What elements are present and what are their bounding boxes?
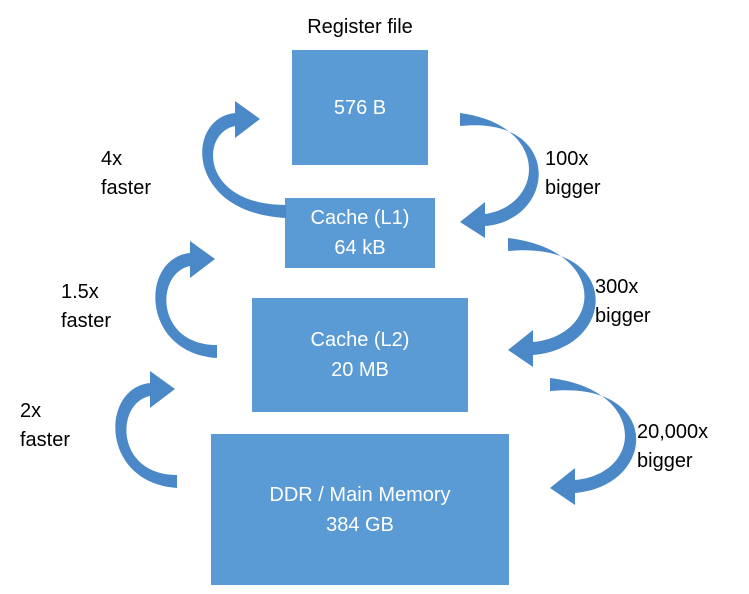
faster-label-1-value: 4x <box>101 148 123 170</box>
faster-arrow-3 <box>115 371 177 488</box>
l1-cache-name: Cache (L1) <box>310 207 410 229</box>
faster-label-1-word: faster <box>101 177 152 199</box>
register-file-title: Register file <box>307 16 413 38</box>
faster-label-2-value: 1.5x <box>61 281 99 303</box>
bigger-label-1-value: 100x <box>545 148 589 170</box>
bigger-label-3-word: bigger <box>637 450 693 472</box>
bigger-label-2-word: bigger <box>595 305 651 327</box>
faster-label-3-value: 2x <box>20 400 42 422</box>
main-memory-name: DDR / Main Memory <box>269 483 451 506</box>
l1-cache-box: Cache (L1) 64 kB <box>285 198 435 268</box>
bigger-arrow-1 <box>460 113 539 238</box>
bigger-label-2: 300x bigger <box>595 273 651 331</box>
faster-arrow-2 <box>155 241 217 358</box>
faster-label-3-word: faster <box>20 429 71 451</box>
faster-label-2-word: faster <box>61 310 112 332</box>
main-memory-box: DDR / Main Memory 384 GB <box>211 434 509 585</box>
faster-label-2: 1.5x faster <box>61 278 111 336</box>
faster-arrow-1 <box>202 101 286 218</box>
register-file-size: 576 B <box>333 96 387 119</box>
bigger-arrow-3 <box>550 378 637 505</box>
bigger-label-1-word: bigger <box>545 177 601 199</box>
l2-cache-box: Cache (L2) 20 MB <box>252 298 468 412</box>
bigger-label-1: 100x bigger <box>545 145 601 203</box>
register-file-box: 576 B <box>292 50 428 165</box>
faster-label-1: 4x faster <box>101 145 151 203</box>
bigger-label-2-value: 300x <box>595 276 639 298</box>
bigger-label-3-value: 20,000x <box>637 421 709 443</box>
l2-cache-name: Cache (L2) <box>310 329 410 351</box>
l2-cache-size: 20 MB <box>331 359 389 381</box>
main-memory-size: 384 GB <box>326 513 394 536</box>
bigger-label-3: 20,000x bigger <box>637 418 708 476</box>
bigger-arrow-2 <box>508 238 596 367</box>
faster-label-3: 2x faster <box>20 397 70 455</box>
l1-cache-size: 64 kB <box>334 237 386 259</box>
